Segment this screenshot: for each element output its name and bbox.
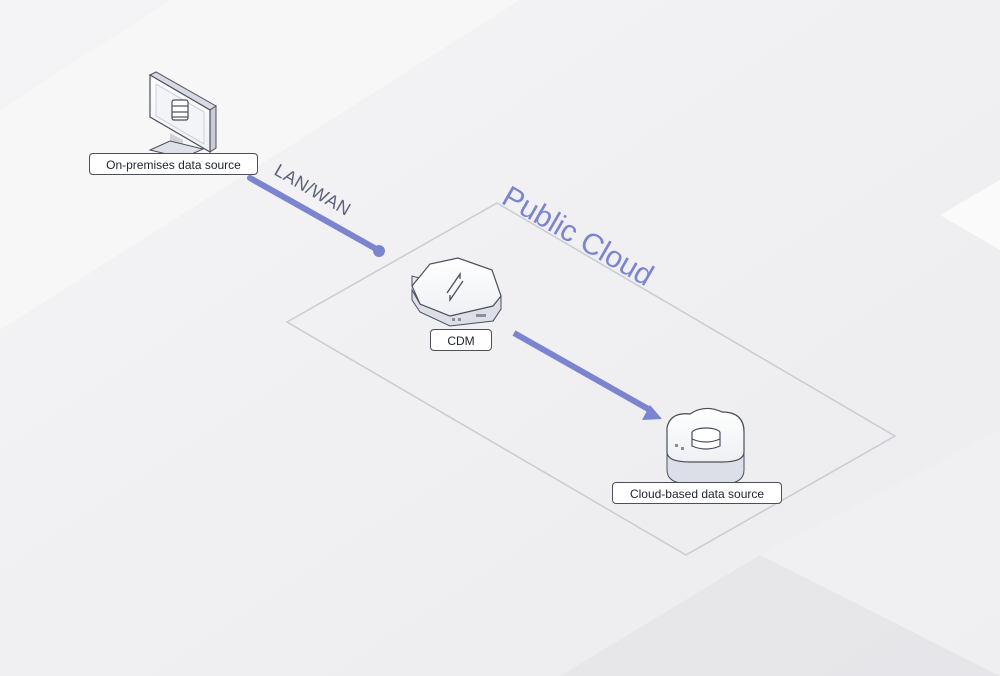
public-cloud-region (285, 202, 897, 556)
bg-facet (560, 555, 1000, 676)
onprem-node-label: On-premises data source (89, 153, 258, 175)
cloud-node-label: Cloud-based data source (612, 482, 782, 504)
bg-facet (940, 180, 1000, 250)
bg-facet (0, 0, 520, 330)
lan-wan-link (247, 175, 381, 253)
migration-arrow (512, 330, 652, 413)
bg-facet (760, 430, 1000, 676)
migration-hexagon-icon (411, 257, 502, 327)
arrow-head (642, 405, 662, 420)
link-endpoint (373, 245, 385, 257)
cloud-database-icon (666, 407, 745, 485)
cdm-node-label: CDM (430, 329, 492, 351)
